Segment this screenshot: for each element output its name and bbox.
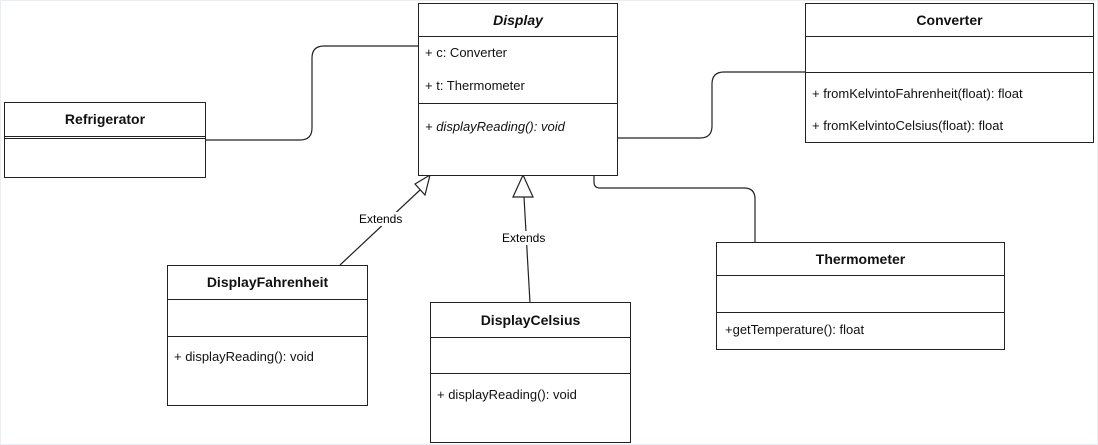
generalization-arrowhead-celsius [512, 173, 534, 198]
class-display-celsius-methods: + displayReading(): void [431, 374, 630, 442]
association-refrigerator-display [205, 45, 418, 141]
method-from-kelvin-to-celsius: + fromKelvintoCelsius(float): float [812, 118, 1004, 133]
association-display-converter [617, 71, 806, 139]
class-display-celsius[interactable]: DisplayCelsius + displayReading(): void [430, 302, 631, 443]
class-converter-name: Converter [806, 4, 1093, 37]
class-display-name: Display [419, 4, 617, 37]
attribute-t: + t: Thermometer [425, 78, 525, 93]
class-refrigerator-name: Refrigerator [5, 103, 205, 139]
class-converter[interactable]: Converter + fromKelvintoFahrenheit(float… [805, 3, 1094, 143]
class-thermometer[interactable]: Thermometer +getTemperature(): float [716, 242, 1005, 350]
method-get-temperature: +getTemperature(): float [725, 322, 865, 337]
extends-label-fahrenheit: Extends [357, 212, 405, 226]
extends-label-celsius: Extends [500, 231, 548, 245]
association-display-thermometer [593, 175, 756, 243]
class-display-methods: + displayReading(): void [419, 104, 617, 175]
class-refrigerator[interactable]: Refrigerator [4, 102, 206, 178]
generalization-line-celsius [523, 196, 531, 304]
method-from-kelvin-to-fahrenheit: + fromKelvintoFahrenheit(float): float [812, 86, 1023, 101]
generalization-arrowhead-fahrenheit [414, 173, 431, 197]
class-display-fahrenheit[interactable]: DisplayFahrenheit + displayReading(): vo… [167, 265, 368, 406]
class-thermometer-methods: +getTemperature(): float [717, 313, 1004, 349]
class-display-fahrenheit-methods: + displayReading(): void [168, 337, 367, 405]
class-refrigerator-body [5, 139, 205, 177]
method-display-reading: + displayReading(): void [425, 119, 565, 134]
generalization-line-fahrenheit [339, 189, 421, 266]
class-thermometer-name: Thermometer [717, 243, 1004, 276]
attribute-c: + c: Converter [425, 45, 508, 60]
class-display-attributes: + c: Converter + t: Thermometer [419, 37, 617, 104]
class-thermometer-attributes [717, 276, 1004, 313]
class-converter-methods: + fromKelvintoFahrenheit(float): float +… [806, 73, 1093, 142]
class-display[interactable]: Display + c: Converter + t: Thermometer … [418, 3, 618, 176]
class-converter-attributes [806, 37, 1093, 73]
class-display-celsius-attributes [431, 338, 630, 374]
class-display-fahrenheit-attributes [168, 300, 367, 337]
method-display-reading-celsius: + displayReading(): void [437, 387, 577, 402]
class-display-fahrenheit-name: DisplayFahrenheit [168, 266, 367, 300]
method-display-reading-fahrenheit: + displayReading(): void [174, 349, 314, 364]
class-display-celsius-name: DisplayCelsius [431, 303, 630, 338]
